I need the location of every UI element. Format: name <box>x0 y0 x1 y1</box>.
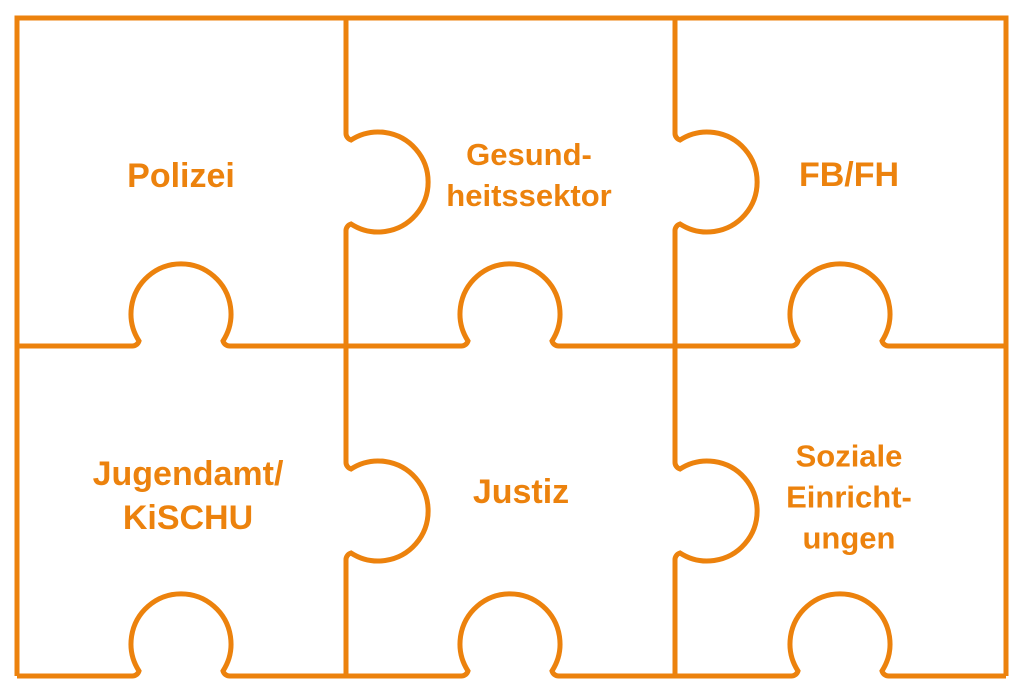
piece-label-polizei: Polizei <box>127 157 235 195</box>
puzzle-vertical-seam-1 <box>343 18 431 676</box>
puzzle-outer-border <box>14 15 1009 676</box>
piece-label-soziale-einrichtungen: Soziale Einricht- ungen <box>786 438 912 556</box>
piece-label-justiz: Justiz <box>472 473 570 511</box>
piece-label-jugendamt-kischu: Jugendamt/ KiSCHU <box>92 455 284 537</box>
puzzle-vertical-seam-2 <box>672 18 760 676</box>
piece-label-gesundheitssektor: Gesund- heitssektor <box>446 137 612 213</box>
puzzle-bottom-edge <box>17 591 1006 679</box>
puzzle-horizontal-seam <box>17 261 1006 349</box>
piece-label-fb-fh: FB/FH <box>798 156 900 194</box>
